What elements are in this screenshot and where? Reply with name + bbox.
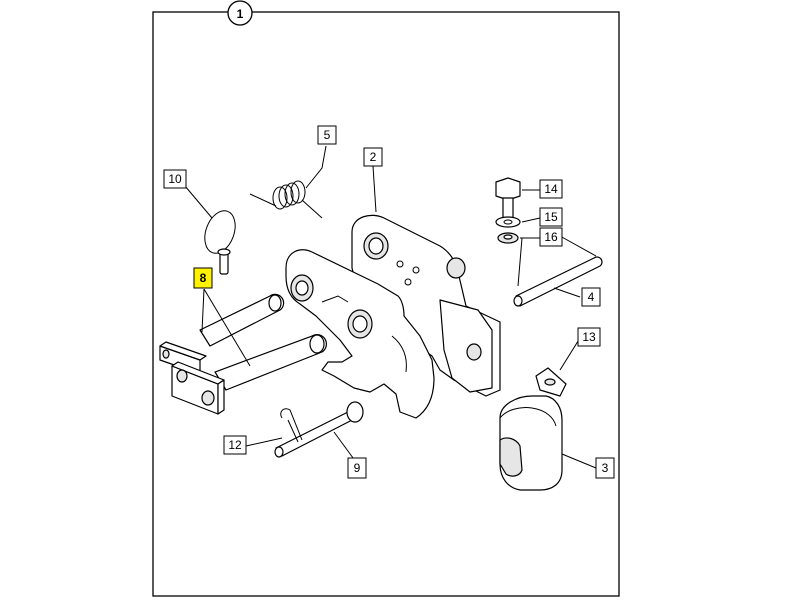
callout-labels: 2 3 4 5 8 9 10 12 13 14 15 16: [163, 125, 615, 479]
callout-box: [223, 435, 247, 455]
callout-number: 12: [228, 438, 242, 452]
sheet-number: 1: [237, 7, 244, 21]
callout-box: [539, 179, 563, 199]
callout-4[interactable]: 4: [581, 287, 601, 307]
leader-lines: [184, 145, 597, 469]
callout-15[interactable]: 15: [539, 207, 563, 227]
callout-12[interactable]: 12: [223, 435, 247, 455]
part-2-coupler-frame: [285, 214, 501, 419]
part-9-long-pin: [274, 401, 364, 458]
part-14-bolt: [495, 177, 521, 219]
callout-number: 3: [602, 461, 609, 475]
part-5-spring: [249, 180, 323, 219]
callout-box: [363, 147, 383, 167]
part-4-rod: [513, 256, 603, 307]
callout-box: [347, 457, 367, 479]
callout-number: 4: [588, 290, 595, 304]
part-8-pin-assembly: [159, 293, 328, 415]
part-13-wedge-block: [535, 367, 567, 397]
callout-16[interactable]: 16: [539, 227, 563, 247]
callout-5[interactable]: 5: [317, 125, 337, 145]
callout-10[interactable]: 10: [163, 169, 187, 189]
sheet-number-badge: 1: [227, 0, 253, 26]
callout-box: [539, 227, 563, 247]
callout-number: 9: [354, 461, 361, 475]
callout-box: [577, 327, 601, 347]
callout-number: 2: [370, 150, 377, 164]
part-15-washer: [495, 216, 521, 228]
callout-3[interactable]: 3: [595, 457, 615, 479]
callout-9[interactable]: 9: [347, 457, 367, 479]
callout-14[interactable]: 14: [539, 179, 563, 199]
callout-box: [317, 125, 337, 145]
diagram-frame: [152, 11, 620, 597]
callout-13[interactable]: 13: [577, 327, 601, 347]
callout-box: [581, 287, 601, 307]
callout-box: [595, 457, 615, 479]
callout-number: 14: [544, 182, 558, 196]
part-16-lock-washer: [497, 232, 519, 244]
callout-number: 16: [544, 230, 558, 244]
callout-number: 10: [168, 172, 182, 186]
callout-2[interactable]: 2: [363, 147, 383, 167]
callout-8[interactable]: 8: [193, 267, 213, 289]
callout-number: 15: [544, 210, 558, 224]
callout-box: [539, 207, 563, 227]
part-12-cotter-pin: [280, 408, 303, 443]
callout-box: [193, 267, 213, 289]
callout-number: 8: [200, 271, 207, 285]
callout-box: [163, 169, 187, 189]
part-3-hook-block: [499, 395, 563, 491]
part-10-ring-pin: [204, 210, 236, 275]
callout-number: 5: [324, 128, 331, 142]
callout-number: 13: [582, 330, 596, 344]
